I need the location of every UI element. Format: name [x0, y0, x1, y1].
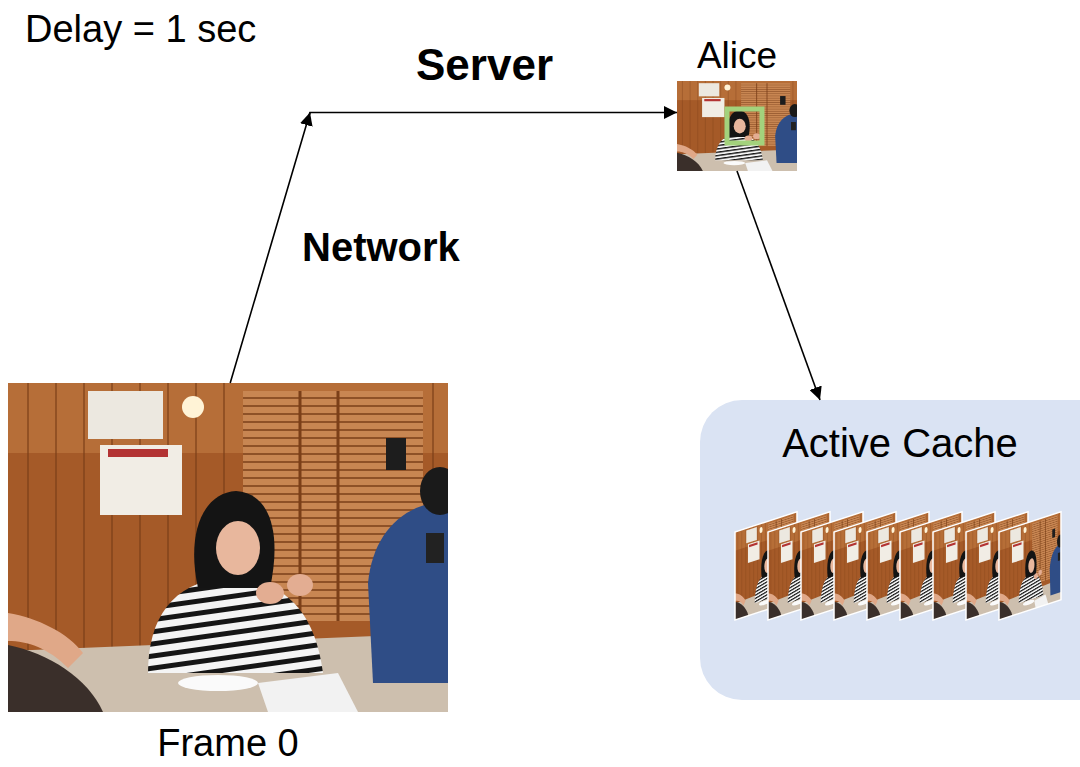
edge-label: Network: [302, 224, 460, 270]
photo-frame: Frame 0: [8, 383, 448, 712]
photo-caption: Alice: [697, 35, 777, 78]
thumbnail-photo: [677, 81, 800, 171]
frame-photo: [8, 383, 460, 712]
bend-arrowhead: [308, 113, 310, 119]
photo-caption: Frame 0: [157, 722, 298, 766]
delay-note: Delay = 1 sec: [25, 8, 256, 52]
arrow-connector: [230, 113, 677, 384]
cached-frame: [999, 511, 1063, 620]
box-heading: Active Cache: [782, 420, 1018, 466]
cache-box: Active Cache: [700, 400, 1080, 700]
thumbnail-frame: Alice: [677, 81, 797, 171]
server-label: Server: [416, 40, 553, 91]
frame-stack: [735, 511, 1063, 620]
cache-panel: [700, 400, 1080, 700]
arrow-connector: [737, 171, 820, 400]
face-box: [727, 109, 762, 143]
frame-edge: [999, 512, 1061, 620]
